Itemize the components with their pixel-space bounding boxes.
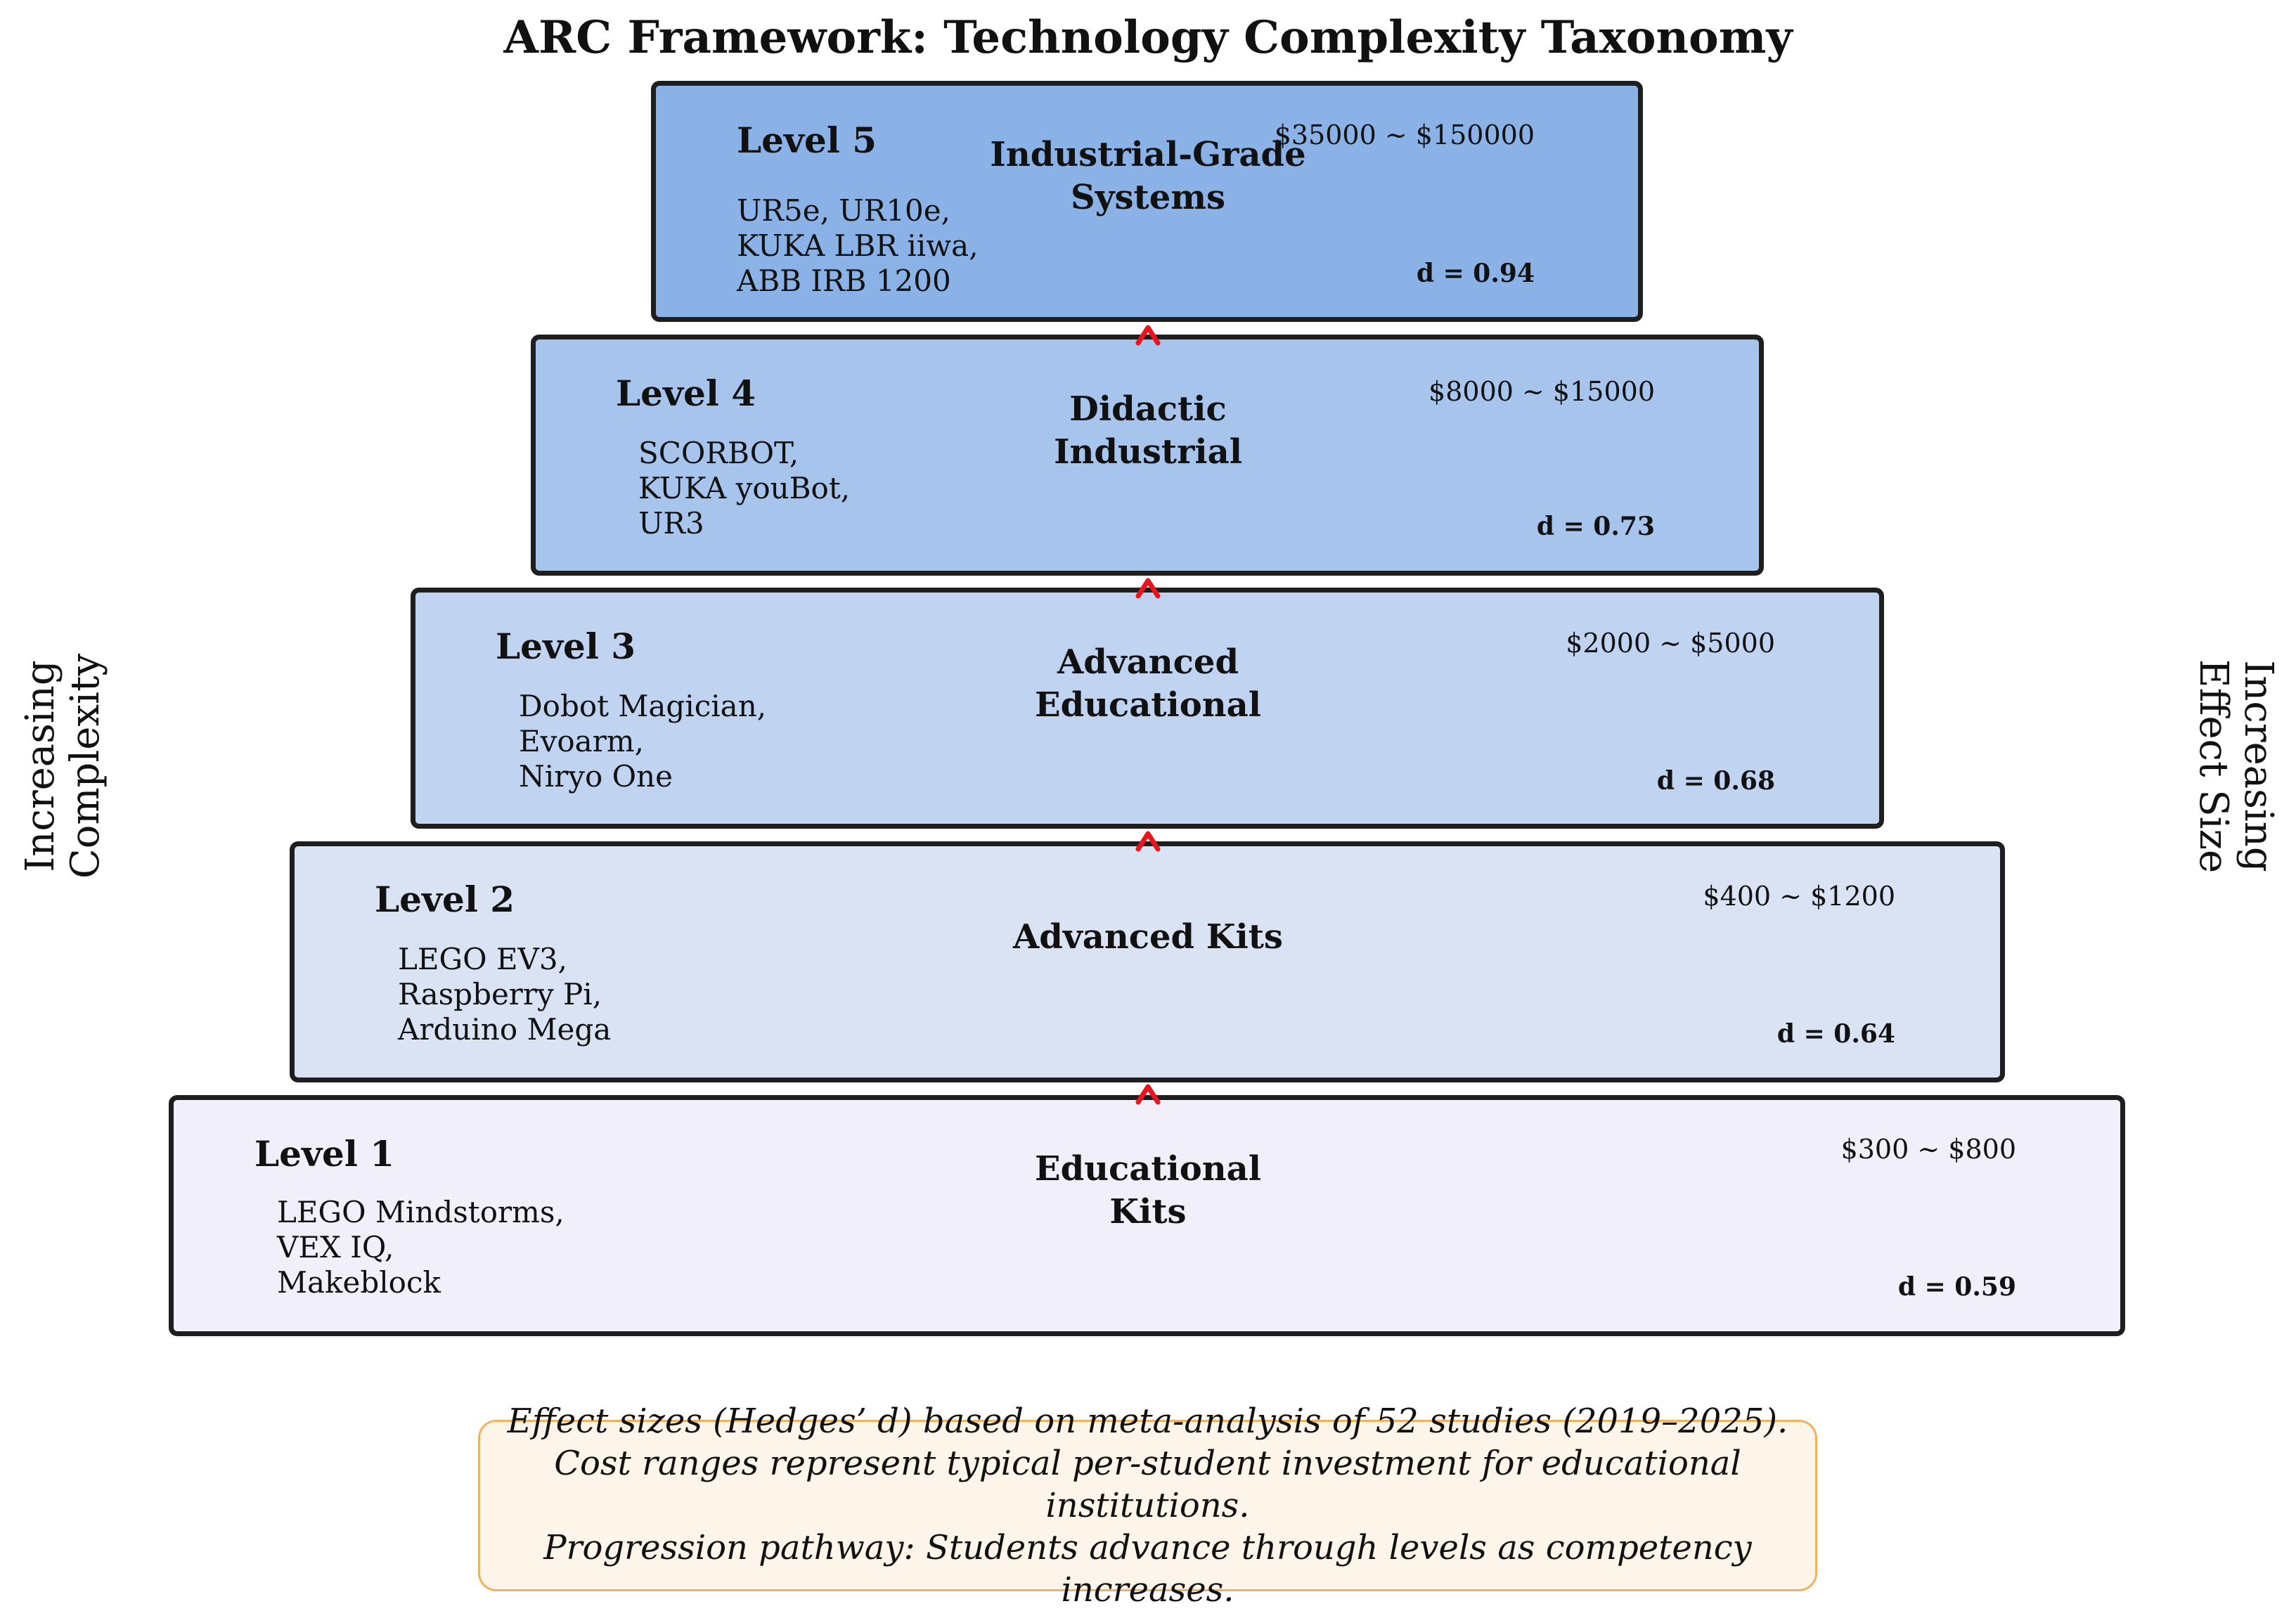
level-4-cost: $8000 ~ $15000 — [1428, 376, 1655, 407]
level-4-name: Didactic Industrial — [1054, 389, 1242, 472]
level-5-name: Industrial-Grade Systems — [990, 135, 1306, 217]
level-4-devices: SCORBOT, KUKA youBot, UR3 — [638, 436, 851, 541]
level-5-label: Level 5 — [737, 119, 877, 161]
arrow-up-icon — [1135, 1084, 1161, 1105]
level-3-box — [411, 588, 1884, 829]
footnote-line-2: Cost ranges represent typical per-studen… — [554, 1444, 1741, 1525]
level-1-name: Educational Kits — [1034, 1149, 1262, 1231]
level-2-cost: $400 ~ $1200 — [1703, 881, 1895, 912]
footnote-box: Effect sizes (Hedges’ d) based on meta-a… — [478, 1402, 1817, 1610]
footnote-line-1: Effect sizes (Hedges’ d) based on meta-a… — [507, 1402, 1788, 1441]
level-2-label: Level 2 — [375, 879, 515, 920]
level-1-label: Level 1 — [254, 1133, 395, 1175]
level-2-devices: LEGO EV3, Raspberry Pi, Arduino Mega — [398, 942, 612, 1047]
arrow-up-icon — [1135, 325, 1161, 346]
level-1-devices: LEGO Mindstorms, VEX IQ, Makeblock — [277, 1195, 565, 1300]
arrow-up-icon — [1135, 831, 1161, 852]
level-1-cost: $300 ~ $800 — [1840, 1134, 2016, 1165]
increasing-complexity-label: Increasing Complexity — [18, 653, 108, 879]
arrow-up-icon — [1135, 578, 1161, 599]
footnote-line-3: Progression pathway: Students advance th… — [543, 1528, 1752, 1610]
level-5-devices: UR5e, UR10e, KUKA LBR iiwa, ABB IRB 1200 — [737, 193, 979, 298]
level-3-label: Level 3 — [496, 626, 636, 667]
level-1-effect-size: d = 0.59 — [1897, 1272, 2016, 1302]
level-3-devices: Dobot Magician, Evoarm, Niryo One — [519, 689, 767, 794]
level-2-name: Advanced Kits — [1013, 917, 1283, 957]
level-3-effect-size: d = 0.68 — [1656, 766, 1775, 796]
level-3-name: Advanced Educational — [1034, 642, 1262, 725]
level-1-box — [169, 1095, 2125, 1336]
level-2-effect-size: d = 0.64 — [1776, 1019, 1895, 1049]
level-5-cost: $35000 ~ $150000 — [1274, 119, 1535, 150]
level-5-box — [651, 81, 1643, 322]
increasing-effect-size-label: Increasing Effect Size — [2191, 659, 2281, 874]
level-3-cost: $2000 ~ $5000 — [1566, 628, 1775, 659]
level-4-effect-size: d = 0.73 — [1536, 512, 1655, 541]
level-4-box — [531, 335, 1764, 576]
diagram-title: ARC Framework: Technology Complexity Tax… — [503, 11, 1793, 64]
level-5-effect-size: d = 0.94 — [1416, 259, 1535, 288]
level-4-label: Level 4 — [616, 373, 756, 414]
level-2-box — [290, 841, 2005, 1082]
